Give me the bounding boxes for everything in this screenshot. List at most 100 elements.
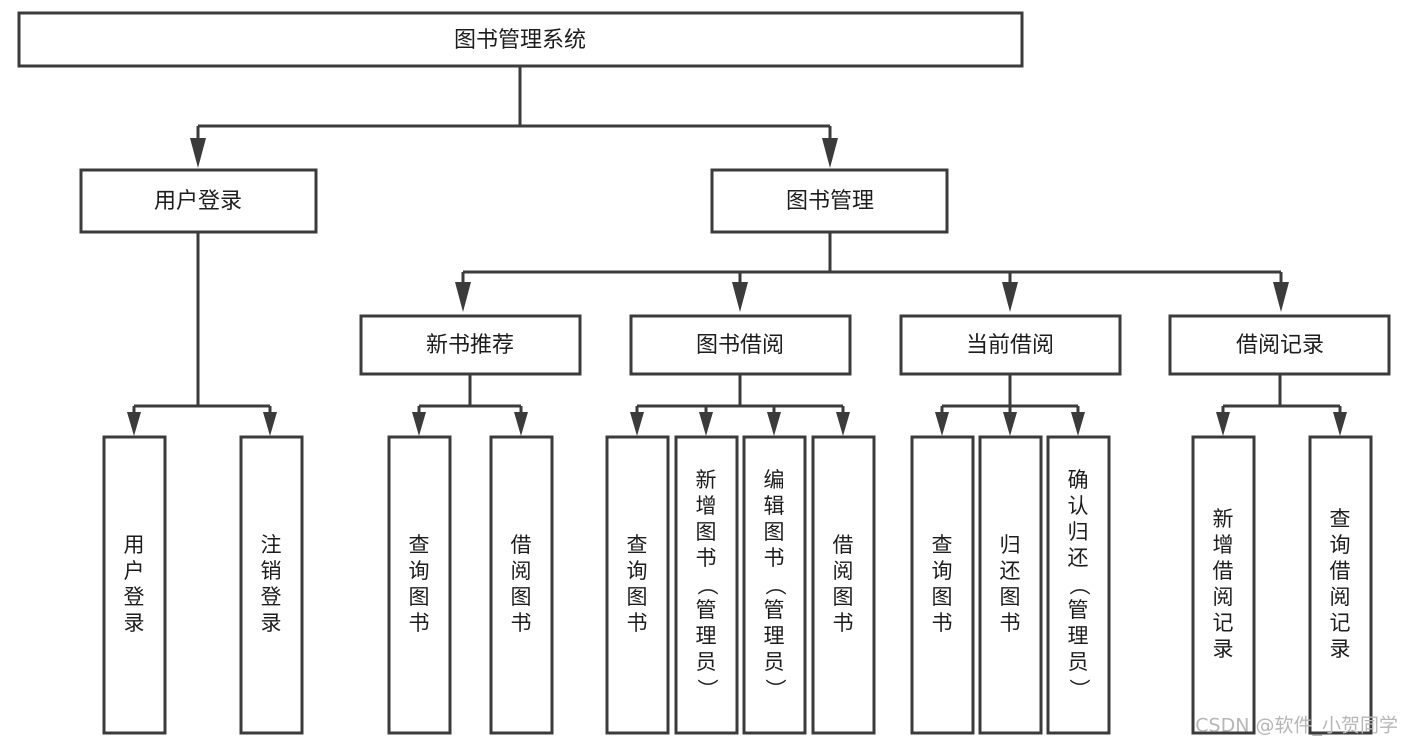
node-leaf-user-login[interactable]: 用户登录 bbox=[102, 435, 167, 735]
vertical-glyph: 录 bbox=[124, 611, 145, 635]
node-leaf-user-login-label: 用户登录 bbox=[124, 533, 145, 635]
node-leaf-add-book-box[interactable] bbox=[674, 435, 739, 735]
node-user-login-box[interactable] bbox=[79, 168, 318, 234]
node-leaf-borrow-book-2-box[interactable] bbox=[811, 435, 876, 735]
node-leaf-query-record-box[interactable] bbox=[1308, 435, 1373, 735]
vertical-glyph: （ bbox=[695, 575, 719, 596]
vertical-glyph: 书 bbox=[833, 611, 854, 635]
node-current-borrow-box[interactable] bbox=[899, 314, 1122, 376]
node-book-management-box[interactable] bbox=[710, 168, 949, 234]
vertical-glyph: 图 bbox=[1000, 585, 1021, 609]
node-root[interactable]: 图书管理系统 bbox=[17, 11, 1024, 68]
arrow-head-book-management bbox=[822, 138, 838, 168]
vertical-glyph: 新 bbox=[1213, 507, 1234, 531]
node-user-login[interactable]: 用户登录 bbox=[79, 168, 318, 234]
vertical-glyph: 员 bbox=[696, 650, 717, 674]
node-book-borrow-box[interactable] bbox=[629, 314, 852, 376]
vertical-glyph: 管 bbox=[1068, 598, 1089, 622]
vertical-glyph: 借 bbox=[833, 533, 854, 557]
vertical-glyph: 编 bbox=[764, 468, 785, 492]
vertical-glyph: 记 bbox=[1330, 611, 1351, 635]
node-leaf-add-record-box[interactable] bbox=[1191, 435, 1256, 735]
node-leaf-query-book-1-box[interactable] bbox=[387, 435, 452, 735]
node-leaf-confirm-return-box[interactable] bbox=[1046, 435, 1111, 735]
node-leaf-logout-login-box[interactable] bbox=[239, 435, 304, 735]
vertical-glyph: 理 bbox=[696, 624, 717, 648]
vertical-glyph: 图 bbox=[627, 585, 648, 609]
node-root-box[interactable] bbox=[17, 11, 1024, 68]
vertical-glyph: 阅 bbox=[511, 559, 532, 583]
node-user-login-label: 用户登录 bbox=[154, 189, 242, 214]
vertical-glyph: 图 bbox=[409, 585, 430, 609]
vertical-glyph: 还 bbox=[1068, 546, 1089, 570]
arrow-head-leaf-user-login bbox=[127, 412, 141, 436]
vertical-glyph: 增 bbox=[696, 494, 717, 518]
vertical-glyph: 归 bbox=[1000, 533, 1021, 557]
vertical-glyph: 书 bbox=[409, 611, 430, 635]
arrow-head-leaf-edit-book bbox=[767, 412, 781, 436]
node-book-borrow[interactable]: 图书借阅 bbox=[629, 314, 852, 376]
node-leaf-edit-book-box[interactable] bbox=[742, 435, 807, 735]
vertical-glyph: （ bbox=[1067, 575, 1091, 596]
node-leaf-query-book-3-box[interactable] bbox=[910, 435, 975, 735]
node-new-book-recommend-label: 新书推荐 bbox=[426, 333, 514, 358]
node-book-borrow-label: 图书借阅 bbox=[696, 333, 784, 358]
vertical-glyph: 查 bbox=[627, 533, 648, 557]
vertical-glyph: ） bbox=[695, 679, 719, 700]
vertical-glyph: 用 bbox=[124, 533, 145, 557]
node-current-borrow[interactable]: 当前借阅 bbox=[899, 314, 1122, 376]
arrow-head-leaf-query-book-1 bbox=[412, 412, 426, 436]
node-borrow-record[interactable]: 借阅记录 bbox=[1168, 314, 1391, 376]
node-leaf-return-book-box[interactable] bbox=[978, 435, 1043, 735]
vertical-glyph: 登 bbox=[261, 585, 282, 609]
vertical-glyph: 阅 bbox=[1330, 585, 1351, 609]
connector-layer bbox=[127, 66, 1347, 436]
vertical-glyph: 查 bbox=[409, 533, 430, 557]
node-book-management-label: 图书管理 bbox=[786, 189, 874, 214]
vertical-glyph: 归 bbox=[1068, 520, 1089, 544]
csdn-watermark: CSDN @软件_小贺同学 bbox=[1195, 715, 1398, 737]
vertical-glyph: 书 bbox=[1000, 611, 1021, 635]
node-new-book-recommend[interactable]: 新书推荐 bbox=[359, 314, 582, 376]
node-borrow-record-box[interactable] bbox=[1168, 314, 1391, 376]
arrow-head-leaf-borrow-book-1 bbox=[514, 412, 528, 436]
arrow-head-new-book-recommend bbox=[455, 282, 471, 312]
node-new-book-recommend-box[interactable] bbox=[359, 314, 582, 376]
arrow-head-borrow-record bbox=[1273, 282, 1289, 312]
arrow-head-user-login bbox=[190, 138, 206, 168]
vertical-glyph: 登 bbox=[124, 585, 145, 609]
vertical-glyph: （ bbox=[763, 575, 787, 596]
node-leaf-query-book-2-box[interactable] bbox=[605, 435, 670, 735]
vertical-glyph: 注 bbox=[261, 533, 282, 557]
vertical-glyph: 员 bbox=[1068, 650, 1089, 674]
vertical-glyph: 记 bbox=[1213, 611, 1234, 635]
vertical-glyph: 管 bbox=[696, 598, 717, 622]
node-leaf-user-login-box[interactable] bbox=[102, 435, 167, 735]
vertical-glyph: 理 bbox=[764, 624, 785, 648]
node-leaf-borrow-book-1-box[interactable] bbox=[489, 435, 554, 735]
vertical-glyph: 户 bbox=[124, 559, 145, 583]
node-book-management[interactable]: 图书管理 bbox=[710, 168, 949, 234]
arrow-head-leaf-logout-login bbox=[263, 412, 277, 436]
vertical-glyph: 认 bbox=[1068, 494, 1089, 518]
node-root-label: 图书管理系统 bbox=[454, 28, 586, 53]
vertical-glyph: 阅 bbox=[833, 559, 854, 583]
